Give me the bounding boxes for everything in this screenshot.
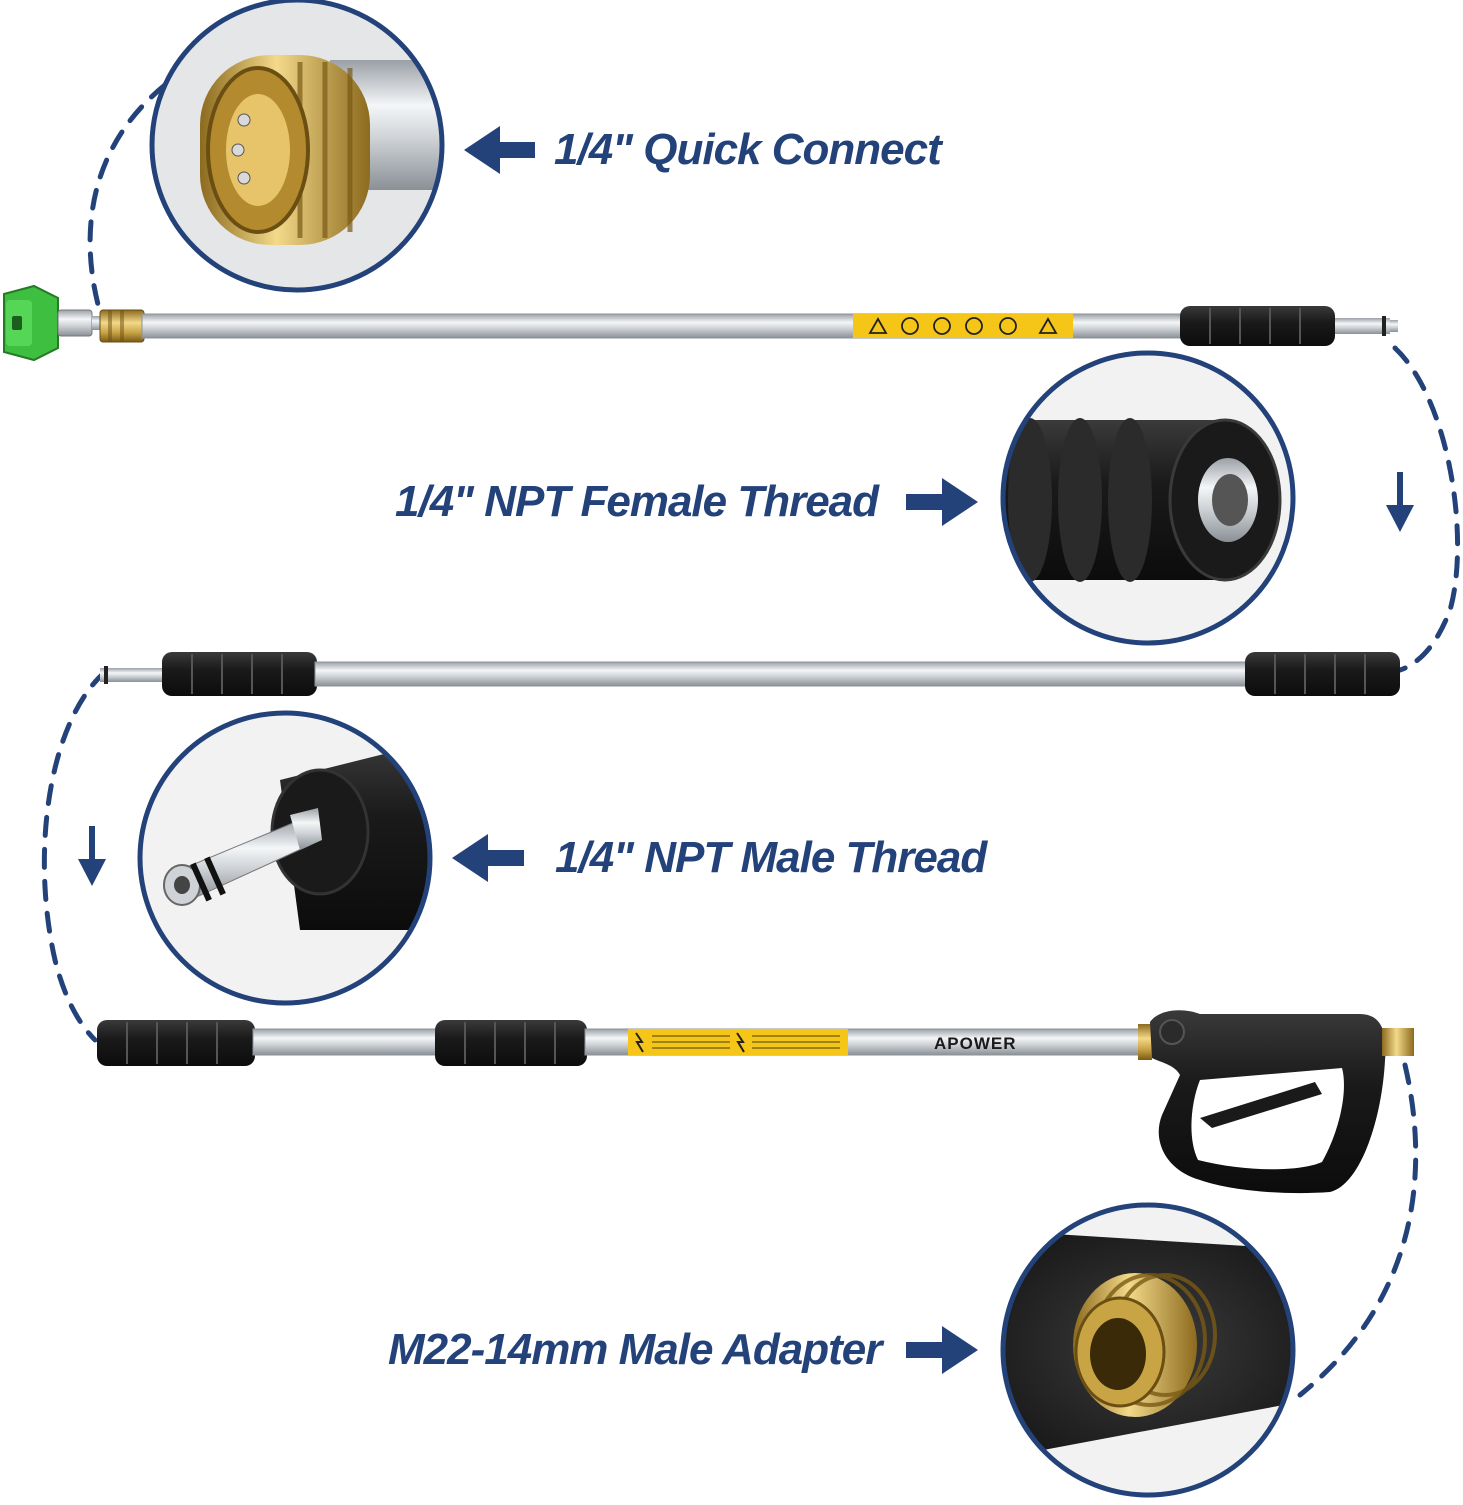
dashed-connectors — [41, 82, 1461, 1398]
warning-icons — [868, 317, 1058, 335]
npt-male-label: 1/4" NPT Male Thread — [555, 833, 987, 882]
top-wand-section — [3, 284, 1398, 362]
left-arrow-icon — [464, 126, 535, 174]
quick-connect-label: 1/4" Quick Connect — [554, 125, 942, 174]
down-arrow-icon — [78, 826, 106, 886]
right-arrow-icon — [906, 1326, 978, 1374]
quick-connect-icon — [149, 0, 445, 293]
down-arrow-icon — [1386, 472, 1414, 532]
middle-wand-section — [100, 652, 1400, 696]
npt-female-icon — [1000, 350, 1296, 646]
left-arrow-icon — [452, 834, 524, 882]
npt-female-label: 1/4" NPT Female Thread — [395, 477, 879, 526]
m22-adapter-label: M22-14mm Male Adapter — [388, 1325, 882, 1374]
green-nozzle-tip — [3, 284, 102, 362]
trigger-gun — [1150, 1010, 1414, 1194]
m22-adapter-icon — [1000, 1202, 1296, 1498]
right-arrow-icon — [906, 478, 978, 526]
bottom-wand-section: APOWER — [97, 1010, 1414, 1194]
brand-logo: APOWER — [934, 1034, 1017, 1053]
npt-male-icon — [137, 710, 433, 1006]
